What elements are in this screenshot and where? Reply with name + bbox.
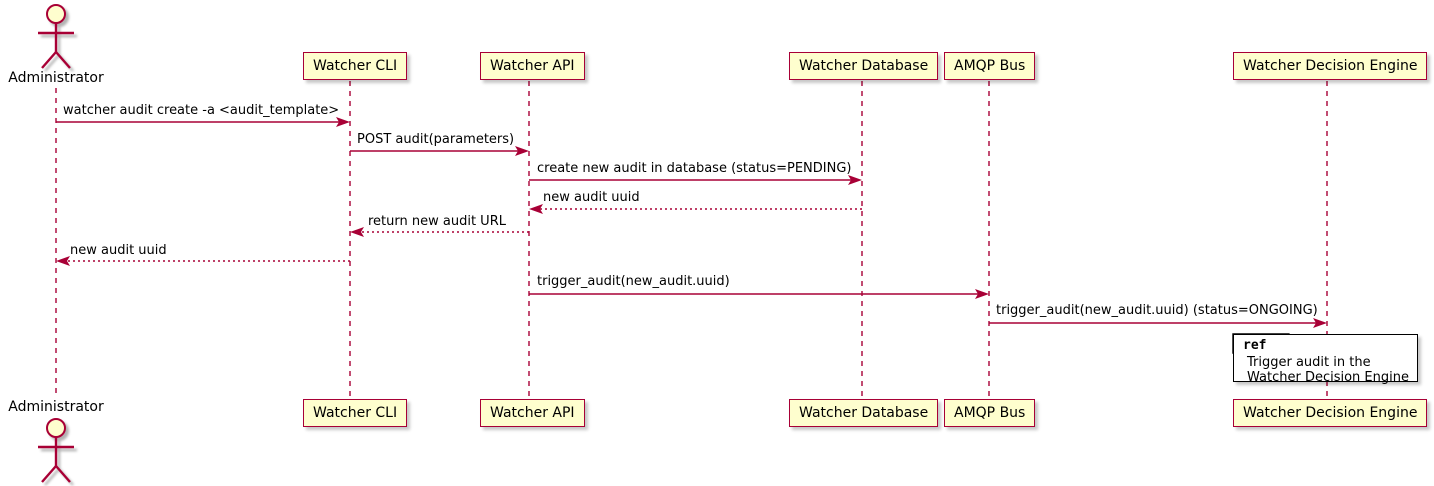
message-arrow-4	[529, 204, 862, 214]
lifelines-group	[55, 81, 1328, 398]
message-arrow-7	[529, 289, 989, 299]
participant-watcher-decision-engine-top[interactable]: Watcher Decision Engine	[1233, 52, 1428, 80]
message-label-7: trigger_audit(new_audit.uuid)	[537, 274, 730, 289]
message-arrow-1	[56, 117, 350, 127]
participant-watcher-database-top[interactable]: Watcher Database	[789, 52, 939, 80]
actor-figure-top	[38, 4, 74, 69]
participant-watcher-cli-top[interactable]: Watcher CLI	[303, 52, 408, 80]
message-label-1: watcher audit create -a <audit_template>	[63, 103, 340, 118]
message-arrow-8	[989, 318, 1327, 328]
ref-fragment-tab-label: ref	[1243, 338, 1267, 353]
participant-watcher-cli-bottom[interactable]: Watcher CLI	[303, 399, 408, 427]
actor-figure-bottom	[38, 418, 74, 483]
participant-amqp-bus-top[interactable]: AMQP Bus	[944, 52, 1036, 80]
actor-label-administrator-bottom: Administrator	[8, 399, 104, 415]
participant-amqp-bus-bottom[interactable]: AMQP Bus	[944, 399, 1036, 427]
message-label-3: create new audit in database (status=PEN…	[537, 161, 852, 176]
message-label-4: new audit uuid	[543, 190, 640, 205]
participant-watcher-api-bottom[interactable]: Watcher API	[480, 399, 585, 427]
message-label-8: trigger_audit(new_audit.uuid) (status=ON…	[996, 303, 1318, 318]
message-arrow-6	[56, 256, 350, 266]
participant-watcher-decision-engine-bottom[interactable]: Watcher Decision Engine	[1233, 399, 1428, 427]
message-arrow-5	[350, 227, 529, 237]
ref-fragment: ref Trigger audit in the Watcher Decisio…	[1233, 334, 1418, 385]
ref-fragment-line-1: Trigger audit in the	[1247, 355, 1371, 370]
actor-label-administrator-top: Administrator	[8, 70, 104, 86]
participant-watcher-database-bottom[interactable]: Watcher Database	[789, 399, 939, 427]
ref-fragment-line-2: Watcher Decision Engine	[1247, 370, 1409, 385]
message-arrow-3	[529, 175, 862, 185]
message-label-5: return new audit URL	[368, 214, 506, 229]
message-arrow-2	[350, 146, 529, 156]
participant-watcher-api-top[interactable]: Watcher API	[480, 52, 585, 80]
message-label-6: new audit uuid	[70, 243, 167, 258]
message-label-2: POST audit(parameters)	[357, 132, 515, 147]
